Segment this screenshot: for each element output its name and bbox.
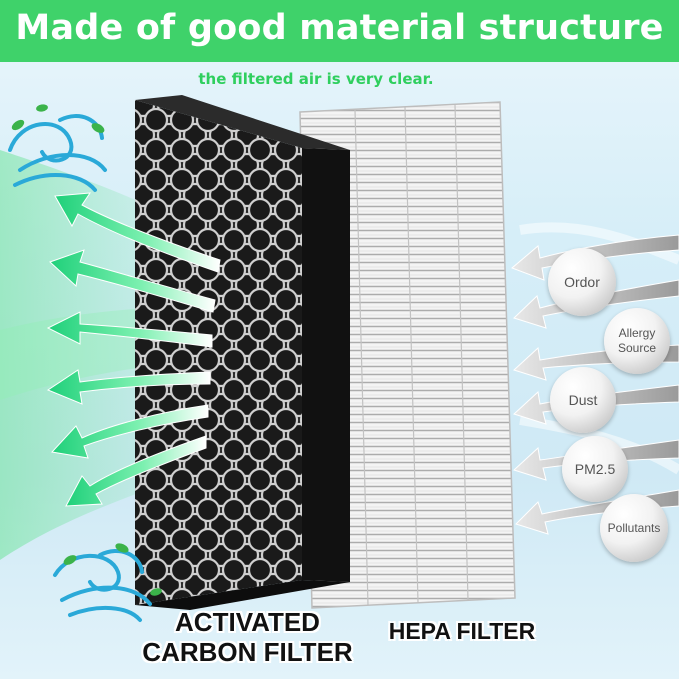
hepa-filter — [299, 101, 516, 609]
bubble-label: Ordor — [564, 274, 600, 290]
wind-swirl-icon — [8, 114, 107, 192]
bubble-label: Dust — [568, 392, 598, 408]
leaf-icon — [11, 104, 162, 596]
carbon-filter — [135, 95, 350, 610]
page-subtitle: the filtered air is very clear. — [198, 70, 434, 88]
pollutant-bubble-dust: Dust — [550, 367, 616, 433]
page-title: Made of good material structure — [15, 8, 664, 48]
carbon-filter-label: ACTIVATED CARBON FILTER — [142, 607, 353, 667]
hepa-filter-label: HEPA FILTER — [388, 618, 536, 644]
pollutant-bubble-allergy: Allergy Source — [604, 308, 670, 374]
bubble-label: PM2.5 — [574, 461, 616, 477]
air-flow-arrow-icon — [46, 192, 221, 507]
pollutant-bubble-pollutants: Pollutants — [600, 494, 668, 562]
bubble-label: Pollutants — [607, 520, 661, 535]
header-bar — [0, 0, 679, 62]
pollutant-bubble-odor: Ordor — [548, 248, 616, 316]
bubble-label: Allergy Source — [617, 326, 657, 355]
pollutant-bubble-pm25: PM2.5 — [562, 436, 628, 502]
